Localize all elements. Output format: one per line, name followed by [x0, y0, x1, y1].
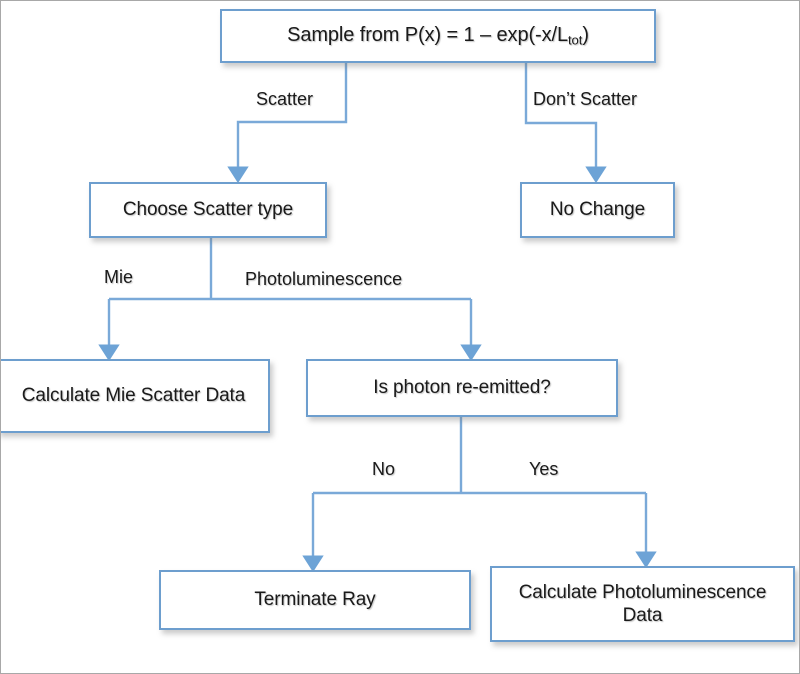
edge-label-scatter: Scatter [256, 89, 314, 109]
node-choose-scatter-type-label: Choose Scatter type [122, 199, 294, 221]
node-is-photon-re-emitted-label: Is photon re-emitted? [373, 377, 551, 399]
edge-label-dont-scatter: Don’t Scatter [533, 89, 638, 109]
node-calculate-photoluminescence-data-label: Calculate Photoluminescence Data [518, 581, 767, 626]
node-sample-label: Sample from P(x) = 1 – exp(-x/Ltot) [287, 24, 589, 48]
node-no-change[interactable]: No Change [520, 182, 675, 238]
node-terminate-ray[interactable]: Terminate Ray [159, 570, 471, 630]
node-is-photon-re-emitted[interactable]: Is photon re-emitted? [306, 359, 618, 417]
edge-label-mie: Mie [104, 267, 134, 287]
node-terminate-ray-label: Terminate Ray [254, 589, 376, 611]
node-calculate-photoluminescence-data[interactable]: Calculate Photoluminescence Data [490, 566, 795, 642]
node-no-change-label: No Change [549, 199, 646, 221]
edge-sample-to-choose [227, 63, 348, 184]
edge-label-yes: Yes [529, 459, 559, 479]
node-calculate-mie-scatter-data[interactable]: Calculate Mie Scatter Data [1, 359, 270, 433]
edge-label-no: No [372, 459, 396, 479]
node-calculate-mie-scatter-data-label: Calculate Mie Scatter Data [21, 385, 246, 407]
edge-sample-to-nochange [524, 63, 607, 184]
edge-label-photoluminescence: Photoluminescence [245, 269, 403, 289]
node-choose-scatter-type[interactable]: Choose Scatter type [89, 182, 327, 238]
node-sample-from-p[interactable]: Sample from P(x) = 1 – exp(-x/Ltot) [220, 9, 656, 63]
